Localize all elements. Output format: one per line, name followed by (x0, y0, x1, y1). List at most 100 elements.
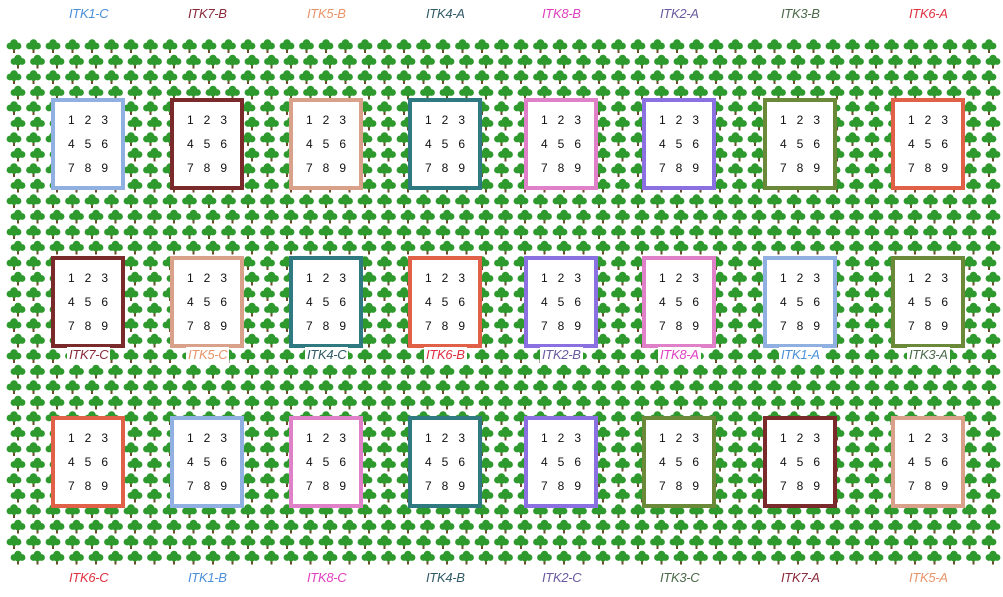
tree-icon (128, 520, 143, 534)
plot-label: ITK8-B (540, 6, 583, 22)
plot-cell-number: 1 (908, 431, 915, 445)
tree-icon (888, 55, 903, 69)
plot-cell-number: 7 (425, 479, 432, 493)
tree-icon (986, 179, 1001, 193)
plot-cell-number: 1 (425, 271, 432, 285)
plot-cell-number: 9 (101, 161, 108, 175)
tree-icon (46, 535, 61, 549)
tree-icon (849, 551, 864, 565)
tree-icon (401, 241, 416, 255)
tree-icon (147, 179, 162, 193)
tree-icon (771, 241, 786, 255)
tree-icon (459, 551, 474, 565)
tree-icon (966, 427, 981, 441)
plot-cell-number: 6 (692, 455, 699, 469)
plot-box: 123456789 (51, 256, 125, 348)
plot-cell-number: 3 (339, 113, 346, 127)
tree-icon (416, 70, 431, 84)
plot-cell-number: 6 (574, 455, 581, 469)
tree-icon (89, 396, 104, 410)
tree-icon (494, 70, 509, 84)
tree-icon (982, 39, 997, 53)
tree-icon (810, 241, 825, 255)
plot-cell-number: 9 (941, 161, 948, 175)
tree-icon (693, 520, 708, 534)
tree-icon (7, 194, 22, 208)
tree-icon (611, 256, 626, 270)
tree-icon (927, 210, 942, 224)
plot-cell-number: 2 (558, 431, 565, 445)
plot-cell-number: 6 (458, 295, 465, 309)
tree-icon (693, 396, 708, 410)
tree-icon (845, 194, 860, 208)
tree-icon (65, 194, 80, 208)
plot-cell-number: 6 (101, 137, 108, 151)
tree-icon (26, 380, 41, 394)
tree-icon (732, 427, 747, 441)
tree-icon (128, 365, 143, 379)
tree-icon (381, 241, 396, 255)
tree-icon (26, 163, 41, 177)
tree-icon (962, 70, 977, 84)
tree-icon (260, 349, 275, 363)
tree-icon (576, 520, 591, 534)
plot-cell-number: 7 (780, 479, 787, 493)
tree-icon (284, 520, 299, 534)
tree-icon (397, 225, 412, 239)
tree-icon (904, 380, 919, 394)
tree-icon (436, 70, 451, 84)
plot-box: 123456789 (763, 256, 837, 348)
tree-icon (245, 210, 260, 224)
tree-icon (635, 396, 650, 410)
tree-icon (849, 272, 864, 286)
tree-icon (260, 287, 275, 301)
tree-icon (299, 225, 314, 239)
tree-icon (771, 210, 786, 224)
tree-icon (128, 272, 143, 286)
tree-icon (459, 396, 474, 410)
tree-icon (7, 132, 22, 146)
tree-icon (748, 349, 763, 363)
plot-cell-number: 5 (676, 295, 683, 309)
plot-cell-number: 7 (187, 319, 194, 333)
tree-icon (650, 535, 665, 549)
plot-cell-number: 1 (68, 113, 75, 127)
tree-icon (104, 39, 119, 53)
tree-icon (982, 287, 997, 301)
tree-icon (11, 334, 26, 348)
tree-icon (670, 225, 685, 239)
plot-grid: 123456789 (420, 266, 470, 338)
plot-cell-number: 2 (442, 431, 449, 445)
tree-icon (923, 39, 938, 53)
plot-grid: 123456789 (63, 426, 113, 498)
plot-grid: 123456789 (903, 426, 953, 498)
tree-icon (962, 380, 977, 394)
tree-icon (221, 194, 236, 208)
tree-icon (440, 396, 455, 410)
plot-cell-number: 8 (442, 319, 449, 333)
tree-icon (128, 551, 143, 565)
plot-cell-number: 8 (442, 479, 449, 493)
tree-icon (11, 117, 26, 131)
tree-icon (771, 551, 786, 565)
plot-cell-number: 5 (442, 137, 449, 151)
tree-icon (869, 241, 884, 255)
tree-icon (128, 427, 143, 441)
tree-icon (923, 70, 938, 84)
tree-icon (46, 349, 61, 363)
plot-cell-number: 6 (220, 455, 227, 469)
tree-icon (264, 241, 279, 255)
tree-icon (186, 520, 201, 534)
tree-icon (7, 349, 22, 363)
tree-icon (845, 535, 860, 549)
tree-icon (128, 241, 143, 255)
tree-icon (323, 241, 338, 255)
tree-icon (401, 551, 416, 565)
tree-icon (323, 210, 338, 224)
tree-icon (7, 256, 22, 270)
tree-icon (440, 210, 455, 224)
tree-icon (30, 210, 45, 224)
tree-icon (494, 256, 509, 270)
tree-icon (440, 551, 455, 565)
